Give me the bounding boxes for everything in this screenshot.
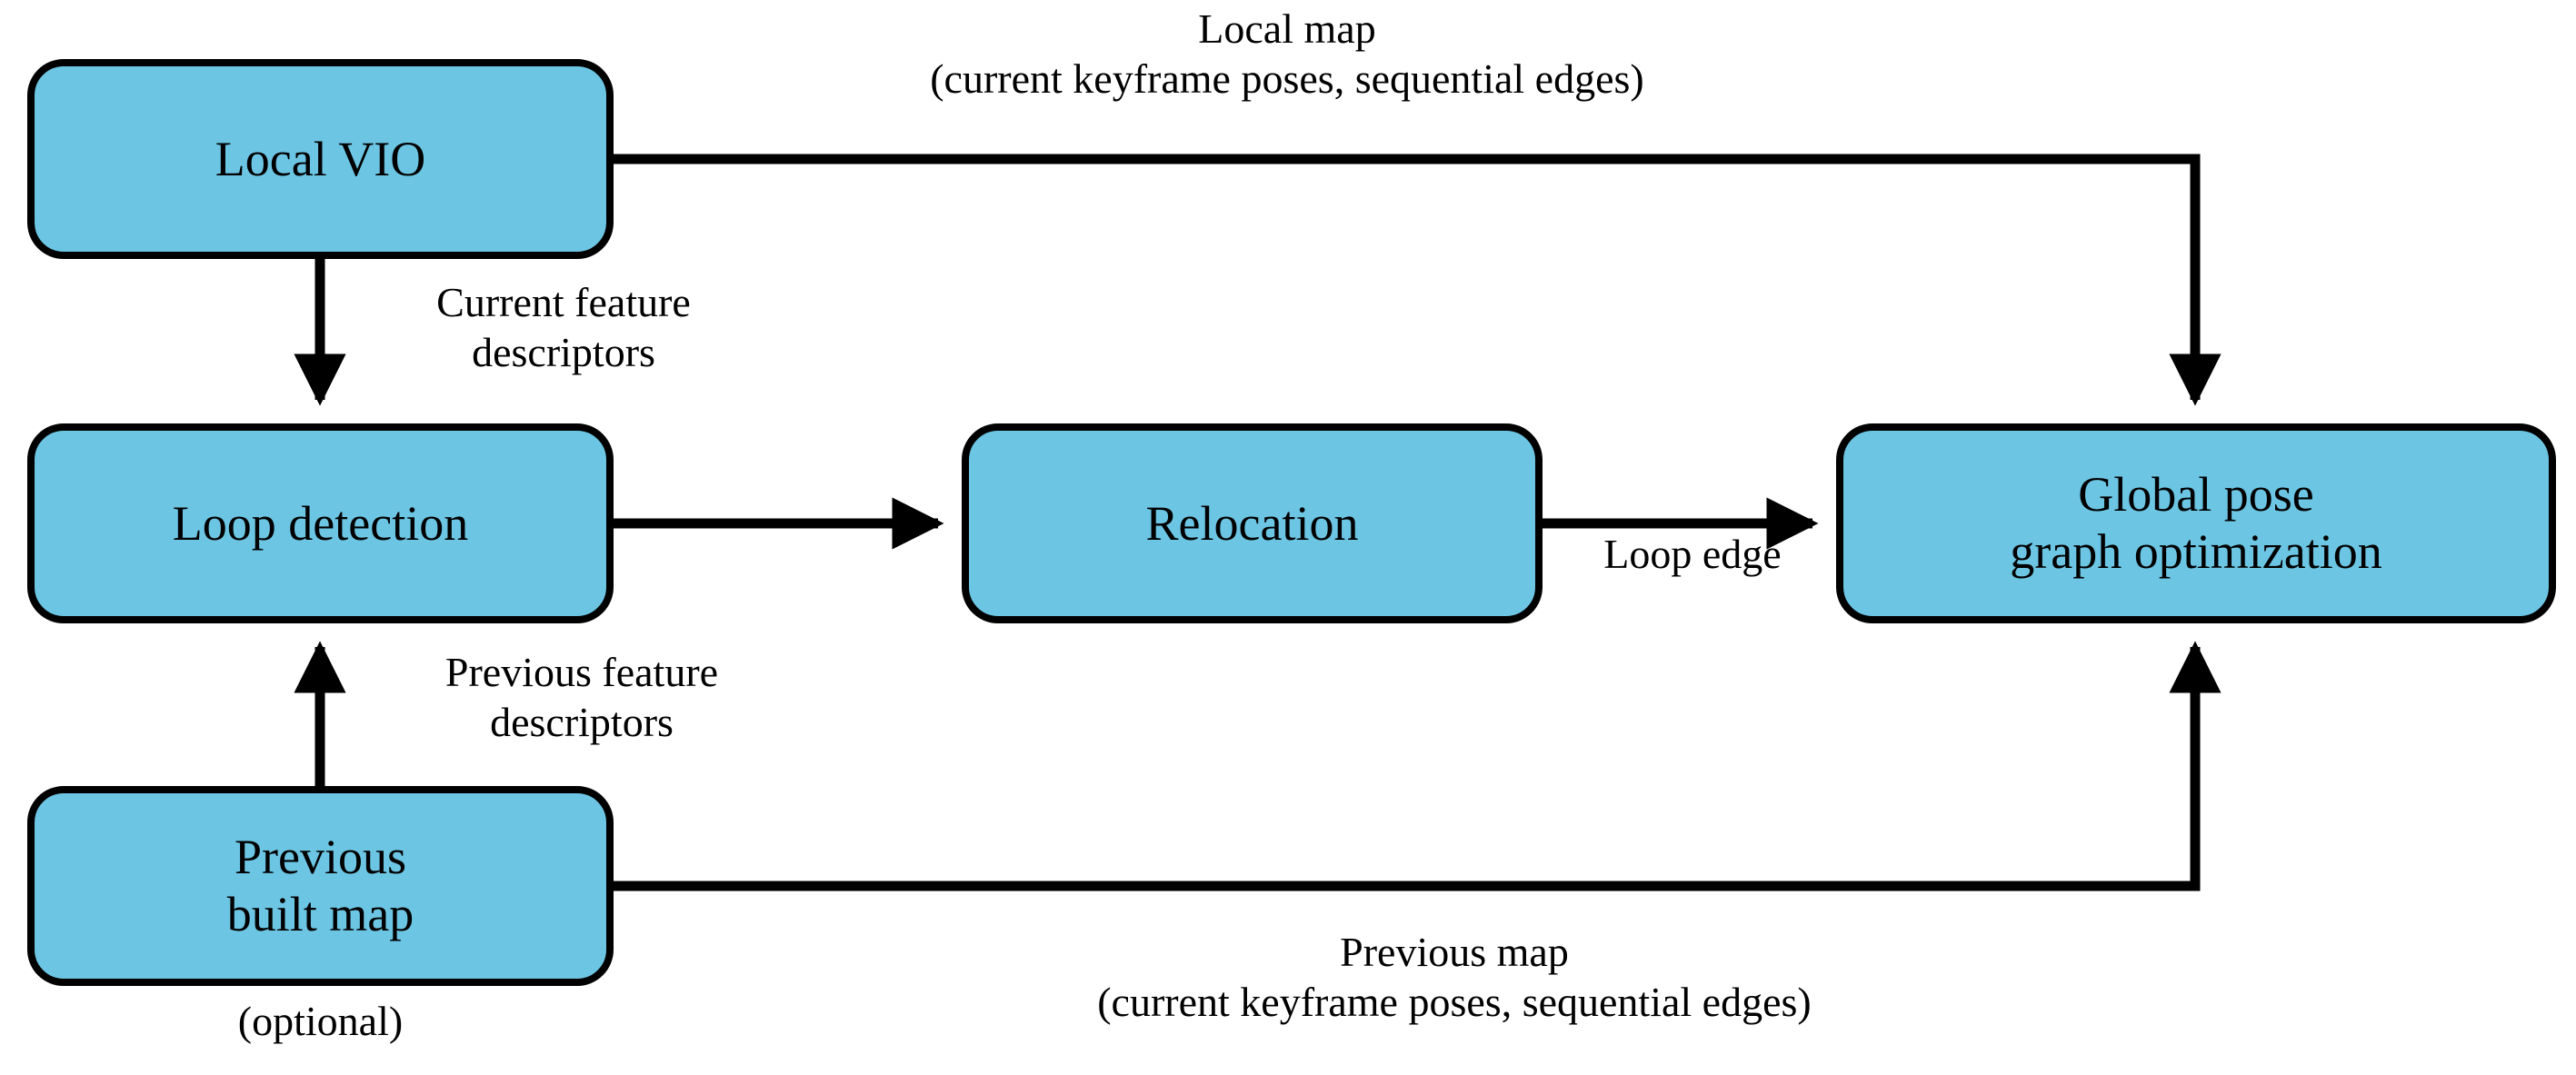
edge-label-local-map: Local map (current keyframe poses, seque…	[930, 5, 1644, 103]
node-loop-detection-label: Loop detection	[172, 495, 469, 551]
edge-label-previous-map: Previous map (current keyframe poses, se…	[1097, 929, 1812, 1026]
node-local-vio[interactable]: Local VIO	[27, 59, 614, 259]
annotation-optional: (optional)	[237, 998, 404, 1044]
node-previous-built-map[interactable]: Previous built map	[27, 786, 614, 986]
node-global-pose-graph-optimization[interactable]: Global pose graph optimization	[1836, 423, 2556, 623]
connector-previous-map	[614, 641, 2222, 891]
edge-label-previous-feature-descriptors: Previous feature descriptors	[444, 649, 719, 746]
edge-label-current-feature-descriptors: Current feature descriptors	[436, 279, 691, 376]
node-previous-built-map-label: Previous built map	[226, 830, 414, 941]
edge-label-loop-edge: Loop edge	[1603, 531, 1782, 577]
node-local-vio-label: Local VIO	[215, 131, 426, 186]
node-global-pose-graph-optimization-label: Global pose graph optimization	[2010, 467, 2382, 579]
connector-local-map	[614, 154, 2222, 406]
node-relocation[interactable]: Relocation	[962, 423, 1543, 623]
node-relocation-label: Relocation	[1145, 495, 1359, 551]
node-loop-detection[interactable]: Loop detection	[27, 423, 614, 623]
